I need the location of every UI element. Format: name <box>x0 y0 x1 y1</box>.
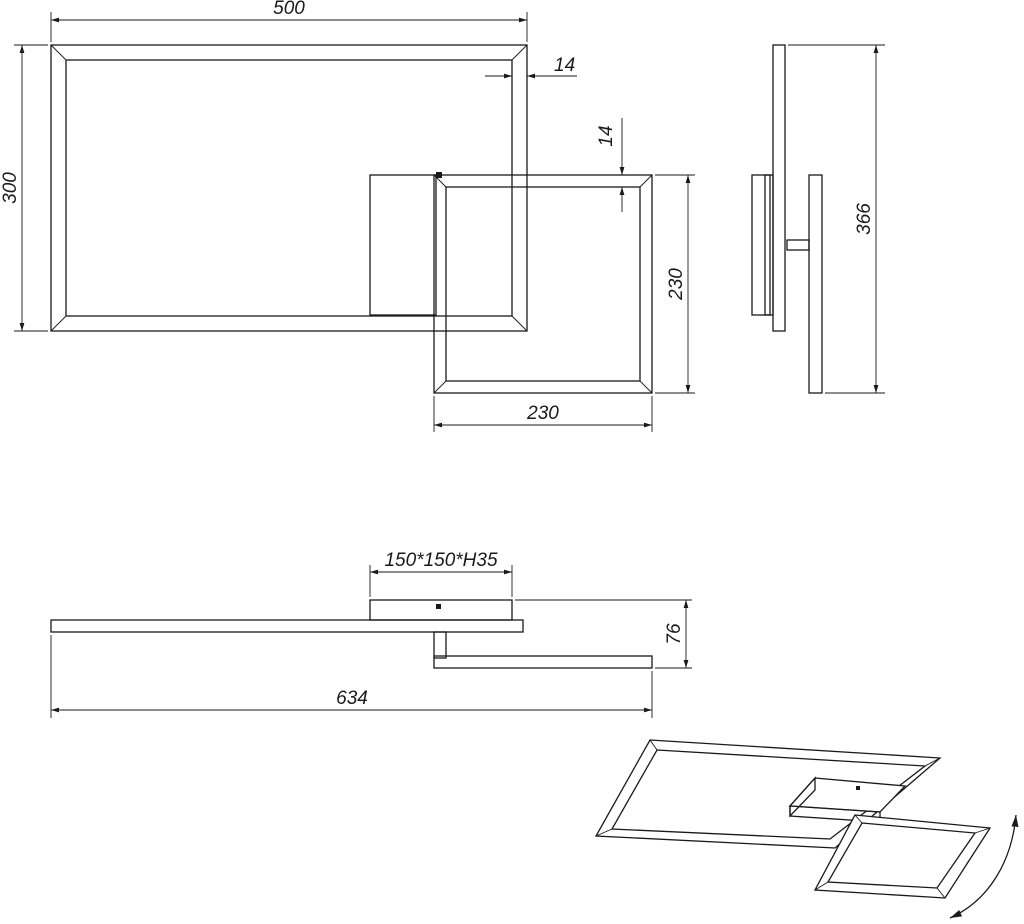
dim-frame-thickness: 14 <box>485 55 577 79</box>
isometric-view <box>594 739 1019 919</box>
side-view: 366 <box>751 44 885 394</box>
dim-label-366: 366 <box>854 203 875 235</box>
front-view: 500 14 300 14 230 <box>0 0 695 432</box>
dim-label-76: 76 <box>664 623 685 645</box>
dim-square-thickness: 14 <box>596 118 625 212</box>
dim-label-base: 150*150*H35 <box>384 550 497 571</box>
square-frame <box>433 174 653 394</box>
rotation-arrow-icon <box>949 814 1019 919</box>
dim-label-14-frame: 14 <box>554 55 575 76</box>
dim-label-500: 500 <box>273 0 305 19</box>
dim-label-230-vertical: 230 <box>666 268 687 301</box>
dim-label-634: 634 <box>336 688 368 709</box>
dim-height-left: 300 <box>0 44 48 332</box>
dim-label-300: 300 <box>0 172 21 204</box>
dim-total-width: 634 <box>50 635 653 718</box>
dim-side-height: 366 <box>788 44 885 394</box>
dim-label-230-horizontal: 230 <box>526 403 559 424</box>
dim-square-width: 230 <box>433 396 653 432</box>
dim-base: 150*150*H35 <box>369 550 513 597</box>
profile-view: 150*150*H35 76 634 <box>50 550 692 718</box>
dim-square-height: 230 <box>655 174 695 394</box>
dim-side-depth: 76 <box>515 599 692 669</box>
dim-label-14-square: 14 <box>596 125 617 146</box>
large-frame <box>50 44 528 332</box>
base-plate <box>369 172 442 316</box>
dim-width-top: 500 <box>50 0 528 42</box>
